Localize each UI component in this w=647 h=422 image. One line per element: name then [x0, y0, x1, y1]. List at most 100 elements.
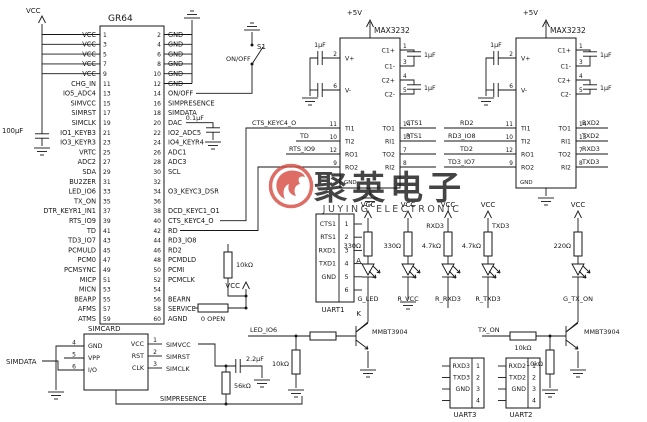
- uart2-pin-label: GND: [512, 386, 527, 393]
- gr64-pin-num: 59: [103, 316, 111, 323]
- resistor-value: 10kΩ: [526, 360, 543, 368]
- gr64-pin-num: 1: [103, 32, 107, 39]
- uart2-pin-num: 4: [532, 398, 536, 405]
- juying-logo-flame-icon: [276, 170, 305, 199]
- s1-label: ON/OFF: [226, 55, 251, 63]
- vcc-label: VCC: [401, 201, 416, 209]
- gr64-pin-left: VCC: [82, 31, 96, 39]
- junction-dot: [250, 62, 254, 66]
- gr64-pin-num: 31: [103, 179, 111, 186]
- arrow-icon: [496, 271, 501, 274]
- max-inner-label: C2+: [558, 78, 571, 85]
- gr64-pin-num: 60: [153, 316, 161, 323]
- gr64-pin-left: CHG_IN: [71, 80, 96, 88]
- pin-num: 14: [403, 122, 411, 128]
- p5v-label: +5V: [523, 9, 538, 17]
- max-inner-label: V+: [345, 56, 354, 63]
- gr64-pin-left: BEARP: [74, 295, 96, 303]
- arrow-icon: [492, 276, 497, 279]
- max-inner-label: RO2: [521, 165, 534, 172]
- pin-num: 11: [330, 122, 338, 128]
- gr64-pin-left: DTR_KEYR1_IN1: [43, 207, 96, 215]
- arrow-icon: [452, 265, 461, 274]
- gr64-pin-left: MICP: [80, 276, 96, 284]
- gr64-pin-num: 23: [103, 140, 111, 147]
- p5v-label: +5V: [347, 9, 362, 17]
- gr64-pin-left: MICN: [79, 286, 96, 294]
- cap-1uF-label: 1μF: [600, 85, 612, 92]
- anode-label: A: [356, 257, 361, 265]
- junction-dot: [244, 294, 248, 298]
- net-label: TX_ON: [477, 326, 500, 334]
- gr64-pin-num: 27: [103, 159, 111, 166]
- max-inner-label: V+: [521, 56, 530, 63]
- uart2-pin-label: TXD2: [508, 375, 526, 382]
- gr64-pin-num: 22: [153, 130, 161, 137]
- max-inner-label: V-: [345, 88, 351, 95]
- gr64-pin-num: 24: [153, 140, 161, 147]
- net-label: RD3_IO8: [448, 132, 476, 140]
- vcc-arrow-icon: [542, 18, 550, 28]
- gr64-pin-num: 30: [153, 169, 161, 176]
- net-label: RXD3: [582, 145, 600, 153]
- gr64-pin-num: 34: [153, 189, 161, 196]
- arrow-icon: [378, 269, 381, 274]
- switch-blade: [251, 46, 264, 65]
- resistor-value: 330Ω: [344, 242, 361, 250]
- led-icon: [571, 263, 585, 276]
- arrow-icon: [355, 339, 369, 350]
- gr64-pin-right: RD: [168, 227, 178, 235]
- vcc-label: VCC: [571, 201, 586, 209]
- uart1-pin-num: 2: [344, 234, 348, 241]
- resistor-led-3: [483, 231, 493, 257]
- uart3-pin-num: 2: [476, 375, 480, 382]
- wire: [400, 79, 415, 85]
- pin-num: 13: [403, 135, 411, 141]
- wire: [400, 89, 415, 95]
- wire: [400, 56, 415, 67]
- uart1-body: [315, 213, 355, 303]
- max-inner-label: V-: [521, 88, 527, 95]
- gr64-pin-right: GND: [168, 41, 183, 49]
- gr64-pin-num: 43: [103, 238, 111, 245]
- wire: [186, 122, 214, 128]
- sim-pin-num: 6: [72, 364, 76, 371]
- uart2-pin-num: 2: [532, 375, 536, 382]
- arrow-icon: [374, 274, 377, 279]
- pin-num: 3: [579, 60, 583, 66]
- led-icon: [401, 263, 415, 276]
- gr64-pin-right: DCD_KEYC1_O1: [168, 207, 220, 215]
- gr64-pin-right: PCMDLD: [168, 256, 196, 264]
- resistor-56k: [221, 371, 231, 395]
- arrow-icon: [412, 276, 417, 279]
- max-inner-label: RO2: [345, 165, 358, 172]
- uart1-pin-num: 6: [344, 287, 348, 294]
- gr64-pin-right: GND: [168, 31, 183, 39]
- uart2-body: [505, 357, 541, 409]
- net-label: RXD2: [582, 119, 600, 127]
- uart1-pin-label: TXD1: [318, 261, 336, 268]
- gr64-pin-num: 47: [103, 257, 111, 264]
- gr64-pin-num: 2: [157, 32, 161, 39]
- gr64-pin-right: GND: [168, 50, 183, 58]
- arrow-icon: [456, 271, 461, 274]
- net-label: TXD3: [491, 222, 509, 230]
- vcc-label: VCC: [481, 201, 496, 209]
- gr64-pin-num: 17: [103, 110, 111, 117]
- uart1-pin-num: 1: [344, 221, 348, 228]
- pin-num: 4: [579, 74, 583, 80]
- gr64-pin-right: IO2_ADC5: [168, 129, 201, 137]
- led-name: G_LED: [357, 295, 378, 303]
- max3232-right-title: MAX3232: [550, 26, 586, 35]
- net-label: SIMCLK: [166, 365, 190, 373]
- resistor-value: 4.7kΩ: [422, 242, 441, 250]
- gr64-pin-num: 41: [103, 228, 111, 235]
- wire: [355, 321, 369, 333]
- arrow-icon: [368, 270, 377, 279]
- pin-num: 9: [509, 161, 513, 167]
- wire: [485, 57, 494, 96]
- cap-1uF-label: 1μF: [490, 42, 502, 49]
- pin-num: 6: [509, 84, 513, 90]
- gr64-pin-left: TD3_IO7: [67, 237, 96, 245]
